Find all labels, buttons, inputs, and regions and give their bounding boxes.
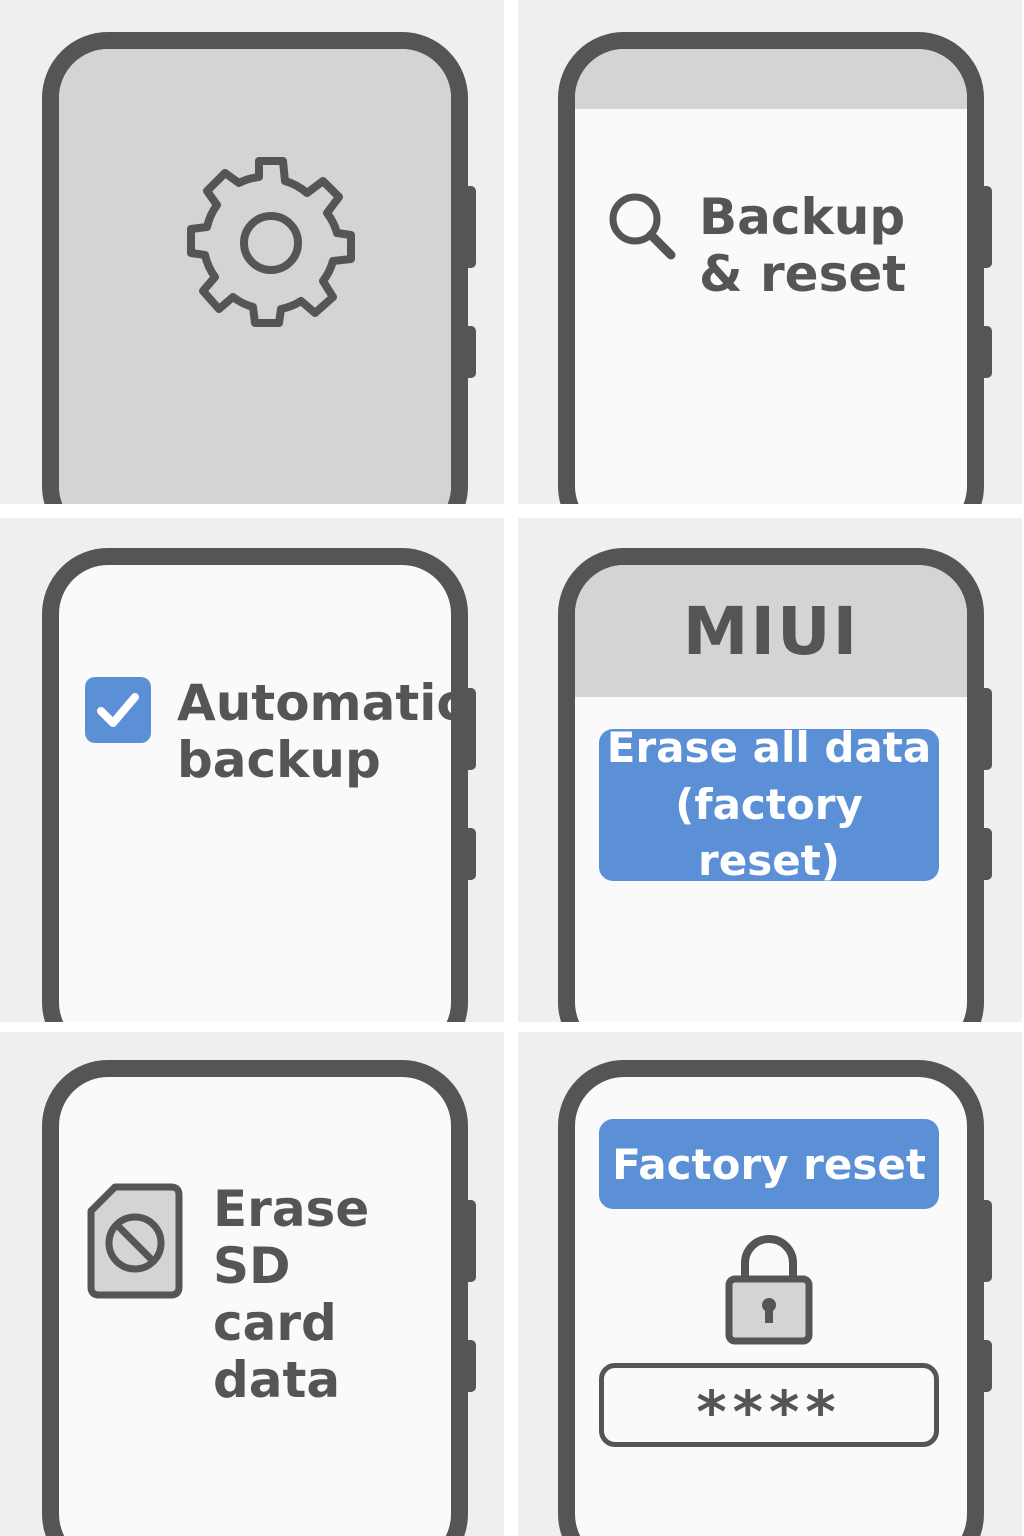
backup-line-1: Automatic: [177, 674, 467, 732]
search-icon[interactable]: [605, 189, 685, 269]
panel-settings: [0, 0, 504, 504]
volume-button: [982, 1200, 992, 1282]
status-bar: [575, 49, 967, 109]
panel-search: Backup & reset: [518, 0, 1022, 504]
backup-line-2: backup: [177, 731, 381, 789]
sd-card-blocked-icon[interactable]: [87, 1183, 183, 1299]
phone-frame: [42, 32, 468, 504]
phone-frame: Factory reset ****: [558, 1060, 984, 1536]
password-input[interactable]: ****: [599, 1363, 939, 1447]
sd-line-1: Erase SD: [213, 1180, 370, 1295]
erase-line-1: Erase all data: [606, 722, 932, 772]
brand-header: MIUI: [575, 565, 967, 697]
power-button: [982, 828, 992, 880]
power-button: [466, 1340, 476, 1392]
sd-line-2: card data: [213, 1294, 341, 1409]
phone-frame: Backup & reset: [558, 32, 984, 504]
miui-logo: MIUI: [682, 592, 860, 670]
erase-sd-label: Erase SD card data: [213, 1181, 451, 1409]
erase-all-data-button[interactable]: Erase all data (factory reset): [599, 723, 939, 885]
gear-icon[interactable]: [171, 141, 371, 341]
panel-backup: Automatic backup: [0, 518, 504, 1022]
erase-line-2: (factory reset): [675, 779, 863, 886]
volume-button: [466, 186, 476, 268]
power-button: [982, 1340, 992, 1392]
phone-frame: Automatic backup: [42, 548, 468, 1022]
password-mask: ****: [696, 1378, 842, 1446]
power-button: [982, 326, 992, 378]
volume-button: [982, 186, 992, 268]
phone-screen: [59, 49, 451, 504]
lock-icon: [725, 1235, 813, 1345]
panel-factory-reset: Factory reset ****: [518, 1032, 1022, 1536]
volume-button: [982, 688, 992, 770]
checkbox-checked-icon[interactable]: [85, 677, 151, 743]
volume-button: [466, 688, 476, 770]
search-result-text[interactable]: Backup & reset: [699, 189, 906, 303]
factory-reset-button[interactable]: Factory reset: [599, 1119, 939, 1209]
search-line-2: & reset: [699, 245, 907, 303]
automatic-backup-label: Automatic backup: [177, 674, 467, 789]
power-button: [466, 828, 476, 880]
volume-button: [466, 1200, 476, 1282]
panel-miui: MIUI Erase all data (factory reset): [518, 518, 1022, 1022]
search-line-1: Backup: [699, 188, 906, 246]
panel-sdcard: Erase SD card data: [0, 1032, 504, 1536]
phone-frame: MIUI Erase all data (factory reset): [558, 548, 984, 1022]
phone-frame: Erase SD card data: [42, 1060, 468, 1536]
power-button: [466, 326, 476, 378]
